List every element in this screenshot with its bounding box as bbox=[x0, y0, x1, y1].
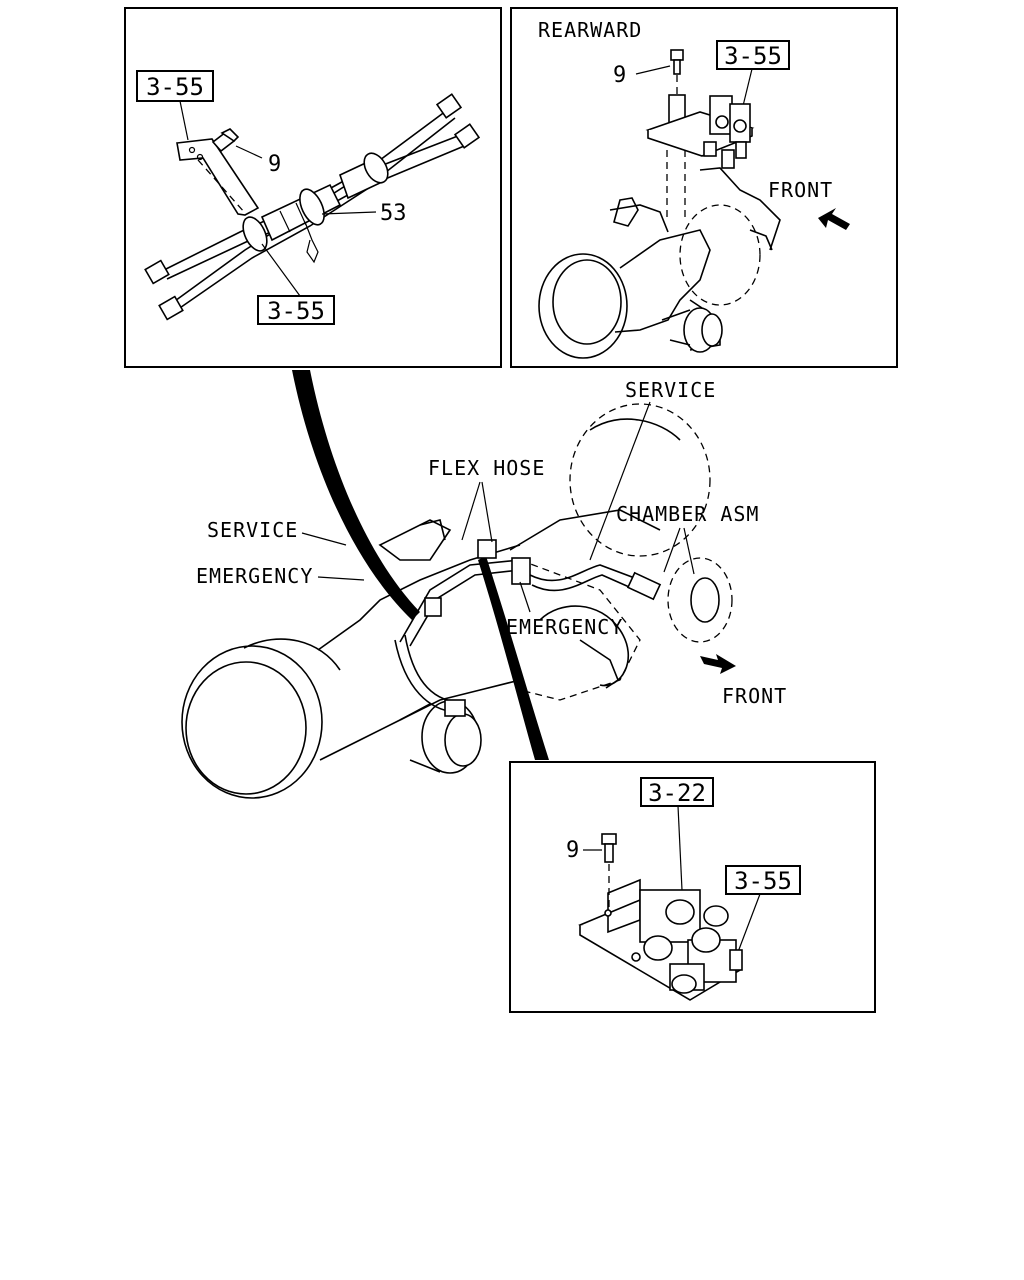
label-emergency-mid: EMERGENCY bbox=[506, 615, 623, 639]
panel-heading: REARWARD bbox=[538, 18, 642, 42]
ref-box-upper bbox=[136, 70, 214, 102]
ref-box-lower bbox=[725, 865, 801, 895]
bolt-icon bbox=[211, 128, 240, 153]
label-service-top: SERVICE bbox=[625, 378, 716, 402]
direction-label: FRONT bbox=[768, 178, 833, 202]
label-emergency-left: EMERGENCY bbox=[196, 564, 313, 588]
ref-label-lower: 3-55 bbox=[267, 297, 325, 325]
label-front-main: FRONT bbox=[722, 684, 787, 708]
ref-label-upper: 3-55 bbox=[146, 73, 204, 101]
bolt-icon bbox=[670, 49, 684, 75]
ref-box bbox=[716, 40, 790, 70]
detail-leader-upper bbox=[292, 370, 420, 620]
front-arrow-icon bbox=[700, 654, 736, 674]
front-arrow-icon bbox=[818, 208, 850, 230]
hose-clip bbox=[304, 221, 319, 264]
hose-bundle bbox=[144, 93, 481, 321]
main-axle-assembly bbox=[181, 403, 733, 799]
relay-valve bbox=[604, 889, 743, 994]
detail-panel-hose-bundle: 3-55 9 bbox=[124, 7, 502, 368]
label-service-left: SERVICE bbox=[207, 518, 298, 542]
callout-bolt: 9 bbox=[268, 152, 281, 177]
ref-label-upper: 3-22 bbox=[648, 779, 706, 807]
axle-housing bbox=[538, 167, 781, 359]
callout-bolt: 9 bbox=[613, 63, 626, 88]
ref-label-lower: 3-55 bbox=[734, 867, 792, 895]
detail-panel-valve-bracket: 3-22 3-55 9 bbox=[509, 761, 876, 1013]
relay-valve bbox=[703, 95, 751, 169]
ref-label: 3-55 bbox=[724, 42, 782, 70]
callout-bolt: 9 bbox=[566, 838, 579, 863]
label-flex-hose: FLEX HOSE bbox=[428, 456, 545, 480]
detail-panel-rearward-view: REARWARD 3-55 9 bbox=[510, 7, 898, 368]
ref-box-lower bbox=[257, 295, 335, 325]
label-chamber-asm: CHAMBER ASM bbox=[616, 502, 759, 526]
bolt-icon bbox=[601, 833, 617, 863]
callout-clip: 53 bbox=[380, 201, 407, 226]
detail-leader-lower bbox=[478, 556, 549, 760]
ref-box-upper bbox=[640, 777, 714, 807]
